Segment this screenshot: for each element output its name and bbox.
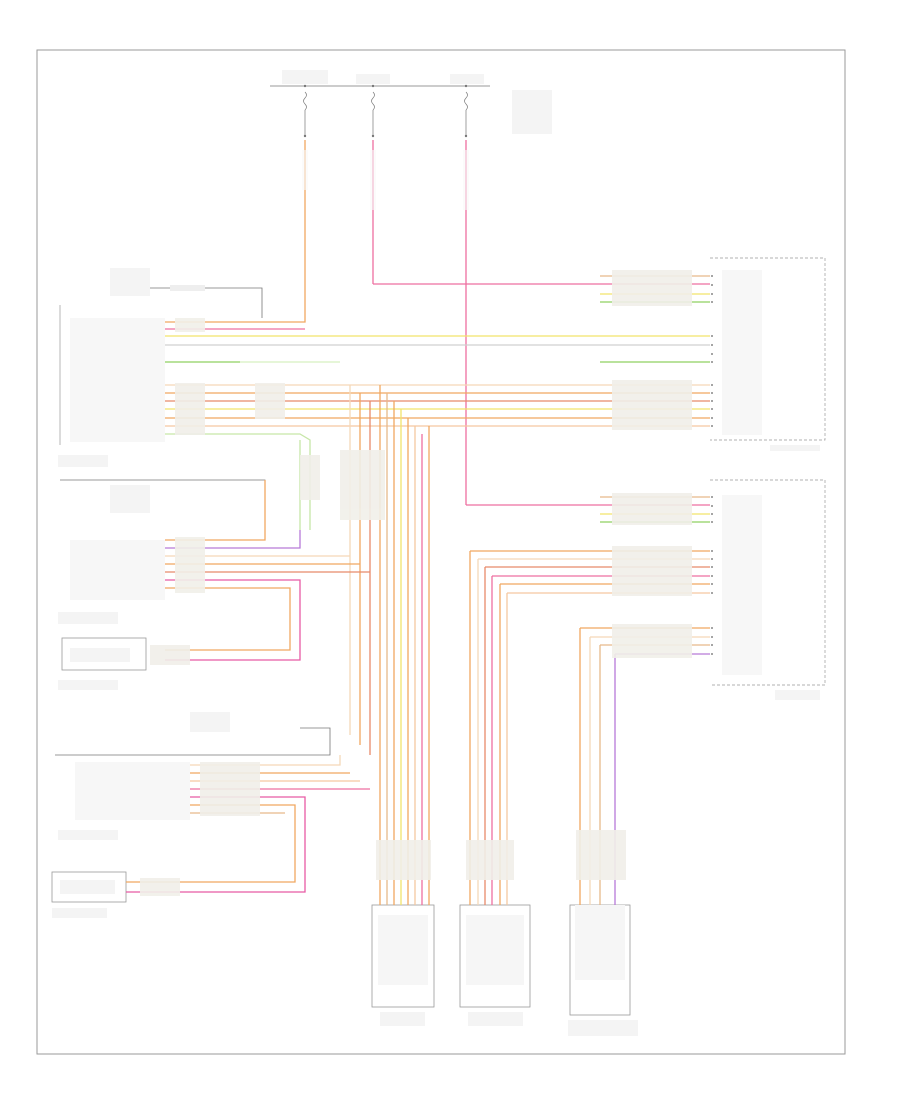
right-window-switch: [55, 712, 331, 840]
diagram-frame: [36, 49, 846, 1055]
wire-bundle-vertical-left: [299, 385, 430, 905]
driver-switch-block: [58, 268, 263, 467]
passenger-connector-bottom: [459, 904, 531, 1026]
left-rear-speaker: [58, 637, 147, 690]
passenger-lock-connector-bottom: [568, 904, 638, 1036]
rear-window-switch-left: [58, 479, 266, 624]
wire-label-placeholders: [140, 270, 692, 896]
power-feeds: [262, 70, 560, 506]
driver-door-module: [710, 257, 826, 451]
passenger-door-module: [710, 479, 826, 700]
left-front-speaker: [51, 871, 127, 918]
driver-connector-bottom: [371, 904, 435, 1026]
